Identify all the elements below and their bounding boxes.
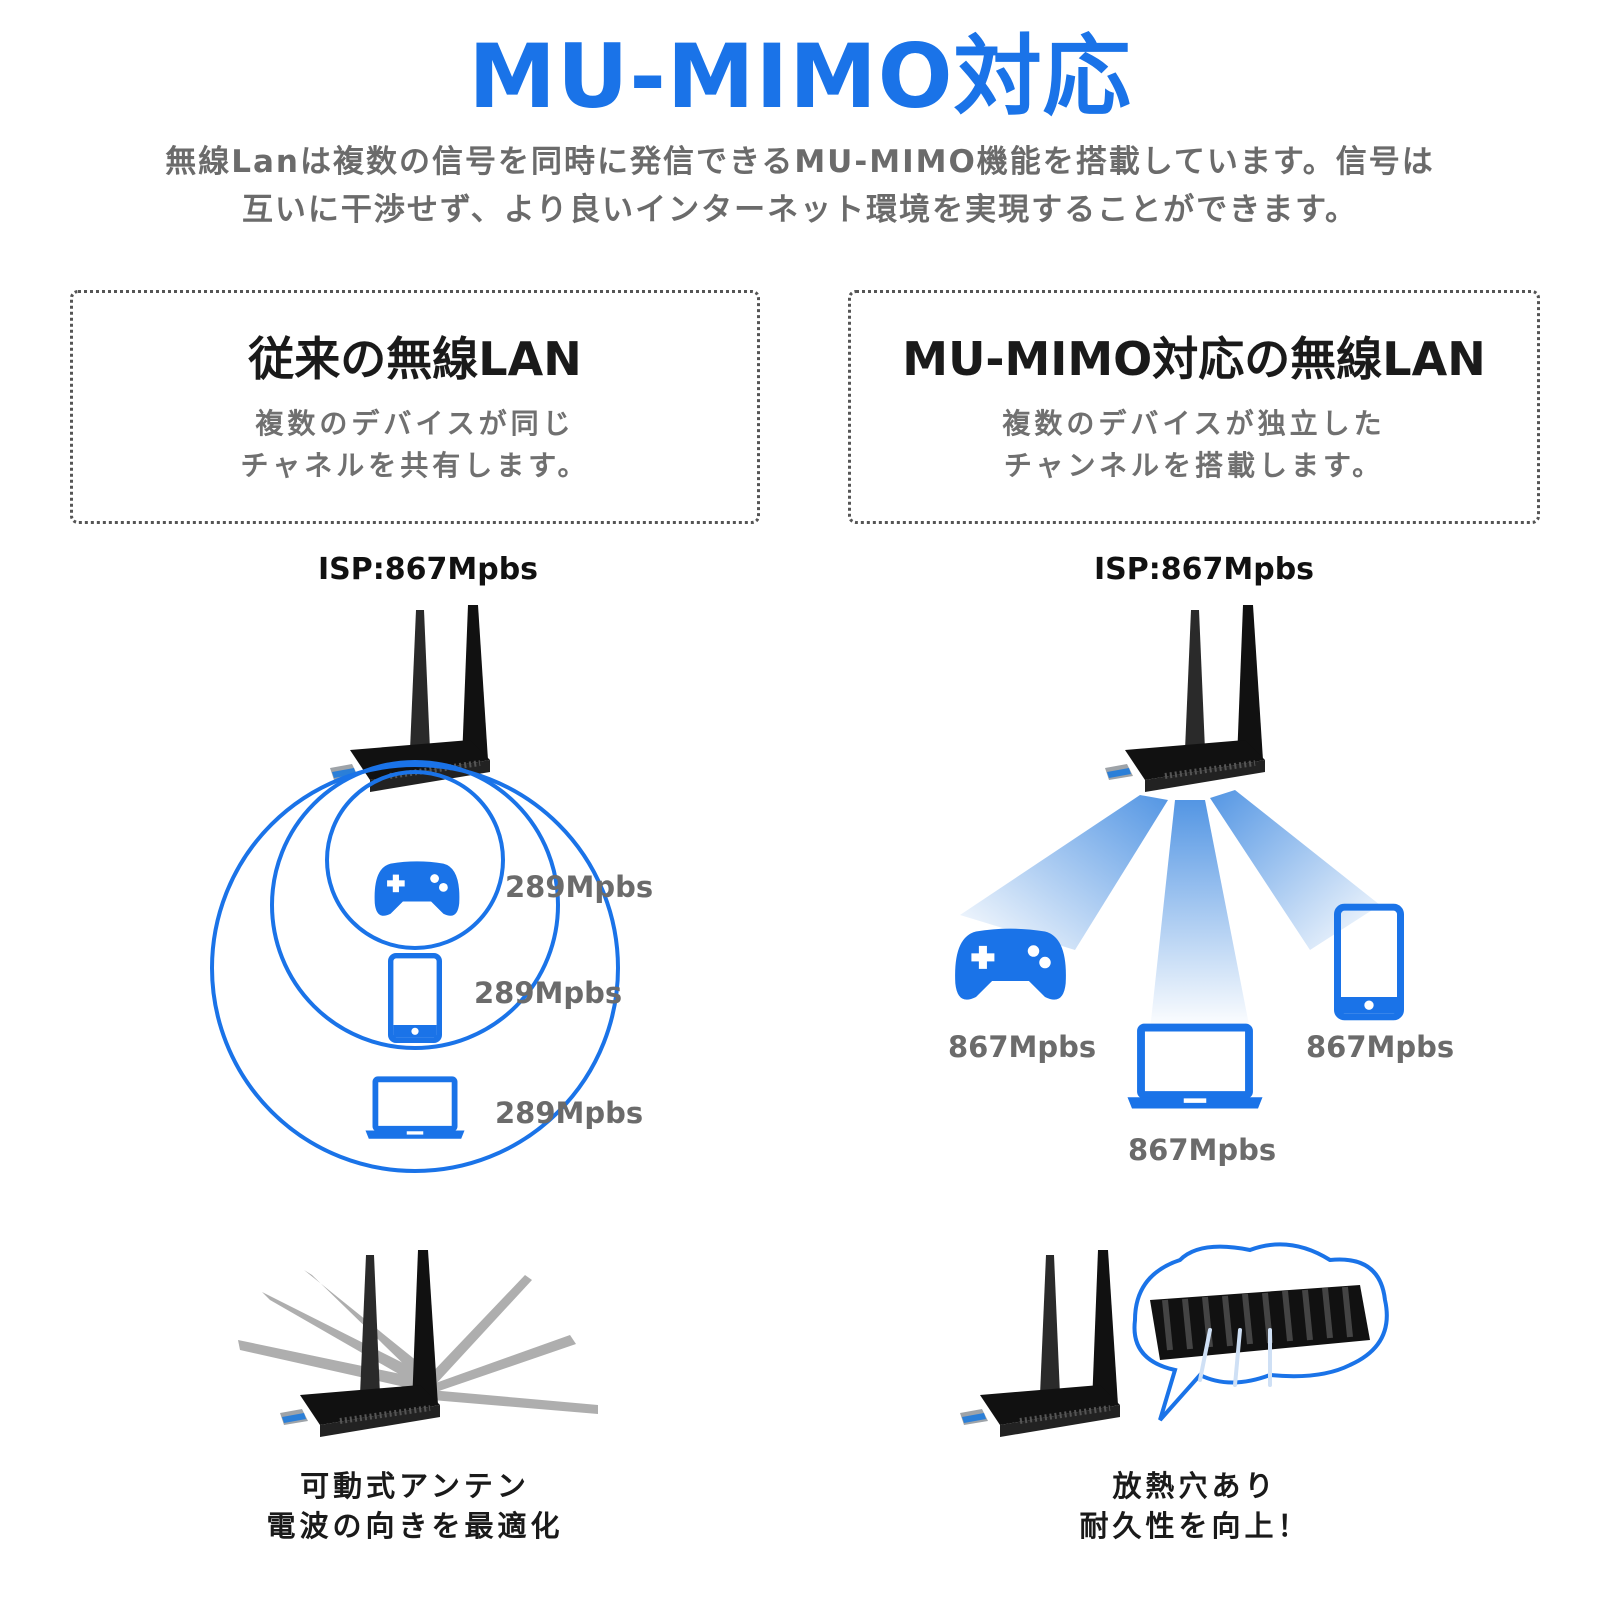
mumimo-wlan-desc-line-1: 複数のデバイスが独立した — [1002, 407, 1386, 440]
heat-vent-caption: 放熱穴あり 耐久性を向上！ — [980, 1466, 1410, 1546]
traditional-wlan-box: 従来の無線LAN 複数のデバイスが同じ チャネルを共有します。 — [70, 290, 760, 524]
rotatable-antenna-caption-line-1: 可動式アンテン — [300, 1469, 530, 1503]
right-gamepad-speed: 867Mpbs — [948, 1030, 1097, 1064]
left-laptop-speed: 289Mpbs — [495, 1096, 644, 1130]
intro-line-1: 無線Lanは複数の信号を同時に発信できるMU-MIMO機能を搭載しています。信号… — [165, 144, 1435, 180]
right-laptop-speed: 867Mpbs — [1128, 1133, 1277, 1167]
page-title: MU-MIMO対応 — [468, 25, 1132, 128]
heat-vent-caption-line-2: 耐久性を向上！ — [1079, 1509, 1311, 1543]
traditional-wlan-desc-line-2: チャネルを共有します。 — [240, 449, 590, 482]
traditional-wlan-desc-line-1: 複数のデバイスが同じ — [255, 407, 575, 440]
signal-ring-large — [210, 763, 620, 1173]
traditional-wlan-desc: 複数のデバイスが同じ チャネルを共有します。 — [73, 403, 757, 487]
left-isp-label: ISP:867Mpbs — [318, 552, 539, 587]
beam-to-laptop — [1150, 800, 1250, 1030]
rotatable-antenna-caption-line-2: 電波の向きを最適化 — [266, 1509, 564, 1543]
rotatable-antenna-caption: 可動式アンテン 電波の向きを最適化 — [200, 1466, 630, 1546]
right-phone-speed: 867Mpbs — [1306, 1030, 1455, 1064]
left-phone-speed: 289Mpbs — [474, 976, 623, 1010]
heat-vent-caption-line-1: 放熱穴あり — [1112, 1469, 1278, 1503]
right-isp-label: ISP:867Mpbs — [1094, 552, 1315, 587]
mumimo-wlan-desc-line-2: チャンネルを搭載します。 — [1003, 449, 1385, 482]
mumimo-wlan-box: MU-MIMO対応の無線LAN 複数のデバイスが独立した チャンネルを搭載します… — [848, 290, 1540, 524]
left-gamepad-speed: 289Mpbs — [505, 870, 654, 904]
mumimo-wlan-title: MU-MIMO対応の無線LAN — [902, 332, 1486, 386]
intro-text: 無線Lanは複数の信号を同時に発信できるMU-MIMO機能を搭載しています。信号… — [100, 138, 1500, 234]
intro-line-2: 互いに干渉せず、より良いインターネット環境を実現することができます。 — [241, 192, 1359, 228]
mumimo-wlan-desc: 複数のデバイスが独立した チャンネルを搭載します。 — [851, 403, 1537, 487]
signal-ring-medium — [270, 760, 560, 1050]
traditional-wlan-title: 従来の無線LAN — [248, 332, 582, 386]
beam-to-gamepad — [960, 795, 1168, 950]
signal-ring-small — [325, 770, 505, 950]
